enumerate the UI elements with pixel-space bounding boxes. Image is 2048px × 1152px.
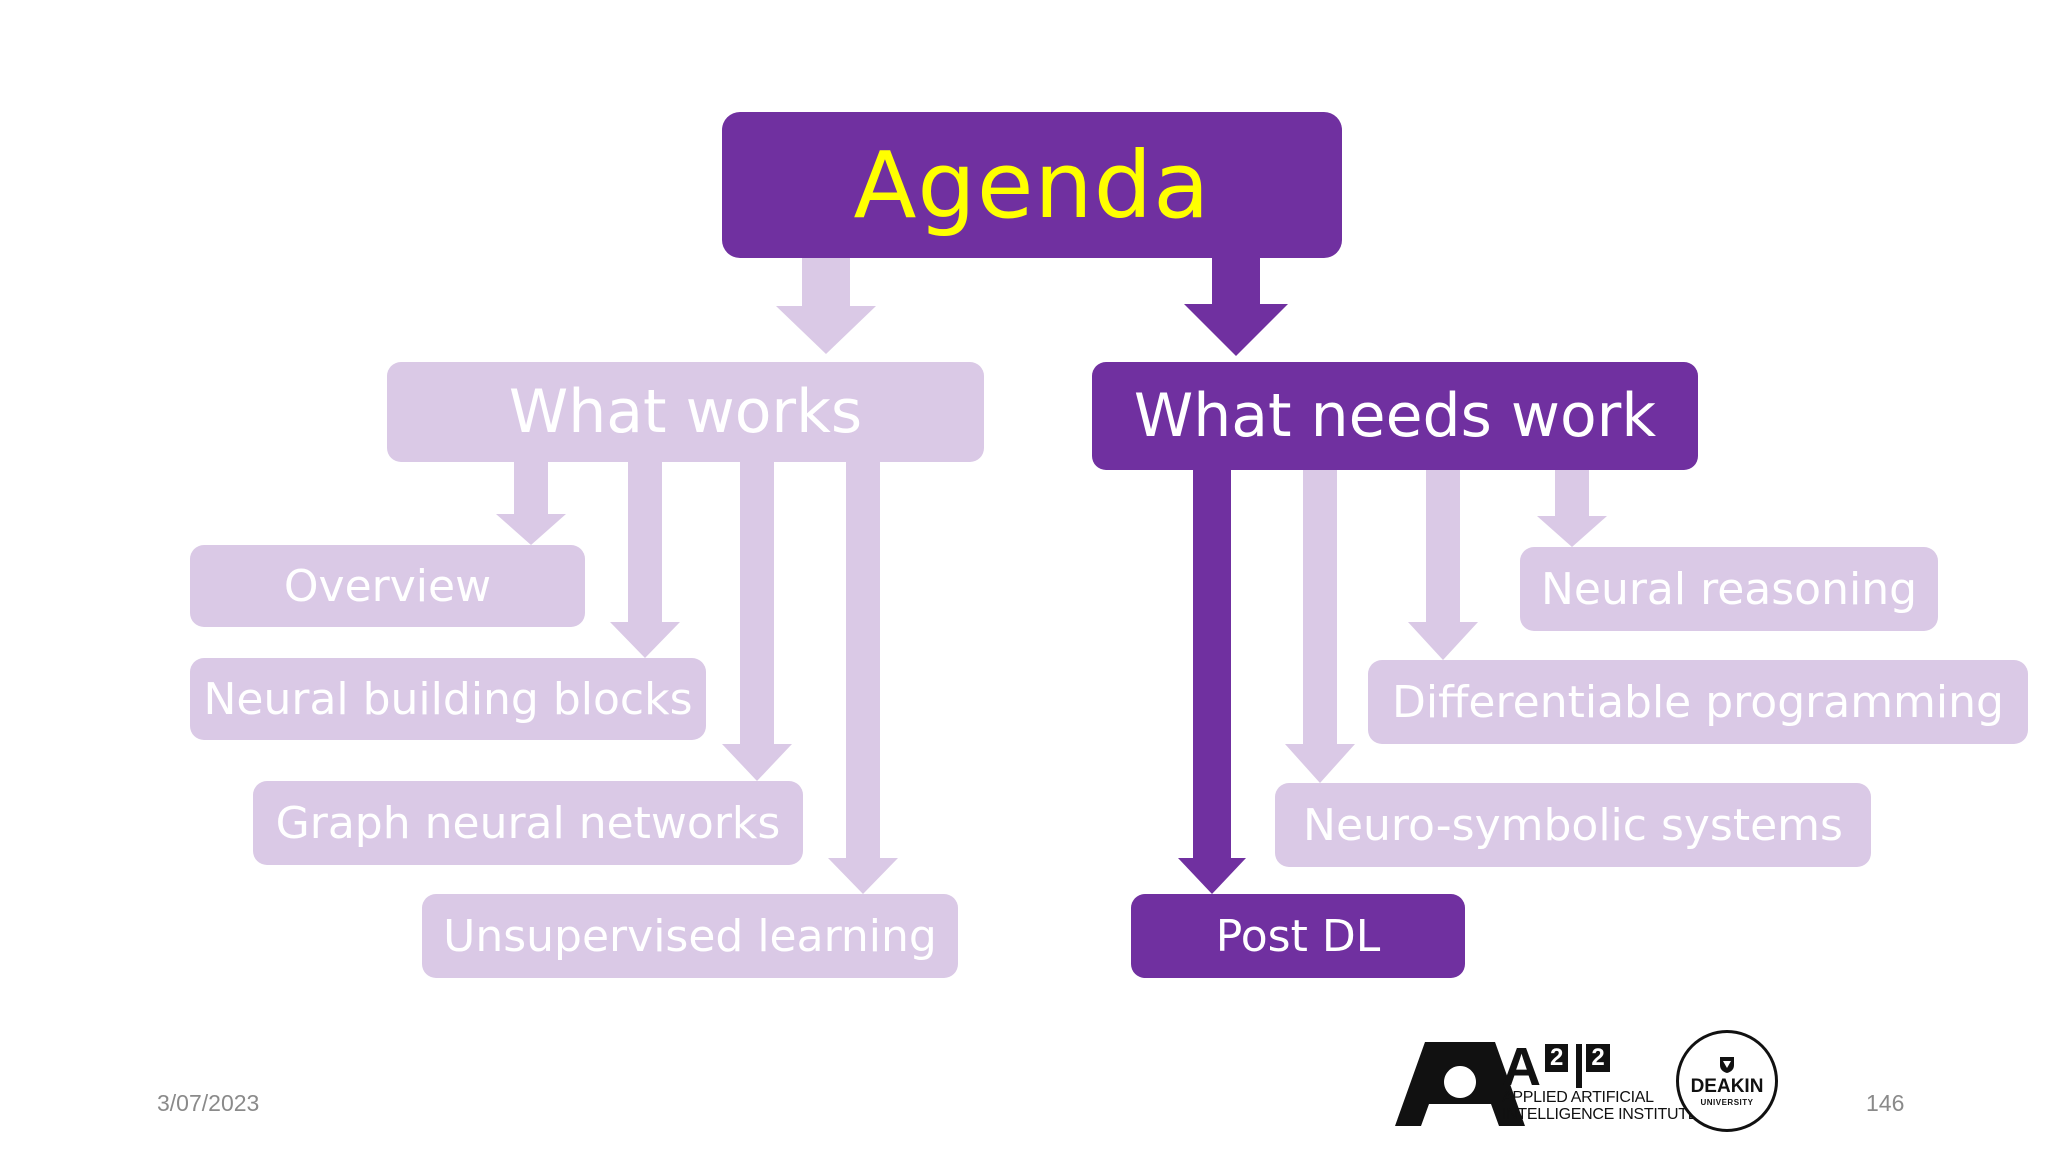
what-works-box: What works — [387, 362, 984, 462]
differentiable-programming-label: Differentiable programming — [1392, 676, 2004, 728]
overview-box: Overview — [190, 545, 585, 627]
deakin-shield-icon — [1720, 1056, 1734, 1073]
neural-building-blocks-box: Neural building blocks — [190, 658, 706, 740]
post-dl-box: Post DL — [1131, 894, 1465, 978]
a2i2-wordmark-bar — [1576, 1044, 1583, 1088]
deakin-name: DEAKIN — [1690, 1075, 1764, 1097]
arrow-to-post-dl — [1178, 470, 1246, 894]
graph-neural-networks-box: Graph neural networks — [253, 781, 803, 865]
deakin-subtitle: UNIVERSITY — [1700, 1097, 1754, 1107]
slide-number: 146 — [1866, 1090, 1905, 1116]
a2i2-institute-line-2: INTELLIGENCE INSTITUTE — [1502, 1106, 1699, 1123]
neural-building-blocks-label: Neural building blocks — [203, 673, 693, 725]
a2i2-wordmark-sup-2: 2 — [1586, 1044, 1610, 1072]
overview-label: Overview — [283, 560, 492, 612]
arrow-to-neural-building-blocks — [610, 462, 680, 658]
arrow-to-neuro-symbolic-systems — [1285, 470, 1355, 783]
neuro-symbolic-systems-label: Neuro-symbolic systems — [1303, 799, 1843, 851]
neuro-symbolic-systems-box: Neuro-symbolic systems — [1275, 783, 1871, 867]
unsupervised-learning-label: Unsupervised learning — [443, 910, 937, 962]
arrow-agenda-to-what-works — [776, 258, 876, 354]
what-needs-work-box: What needs work — [1092, 362, 1698, 470]
a2i2-wordmark-letter: A — [1502, 1037, 1541, 1097]
arrow-to-differentiable-programming — [1408, 470, 1478, 660]
arrow-to-unsupervised-learning — [828, 462, 898, 894]
arrow-agenda-to-what-needs-work — [1184, 258, 1288, 356]
a2i2-logo-icon — [1395, 1042, 1525, 1126]
arrow-to-neural-reasoning — [1537, 470, 1607, 547]
graph-neural-networks-label: Graph neural networks — [275, 797, 781, 849]
unsupervised-learning-box: Unsupervised learning — [422, 894, 958, 978]
agenda-title-box: Agenda — [722, 112, 1342, 258]
agenda-title: Agenda — [853, 131, 1211, 239]
neural-reasoning-box: Neural reasoning — [1520, 547, 1938, 631]
arrow-to-overview — [496, 462, 566, 545]
a2i2-wordmark: A 2 2 — [1502, 1040, 1610, 1094]
what-works-label: What works — [508, 377, 863, 447]
differentiable-programming-box: Differentiable programming — [1368, 660, 2028, 744]
slide-date: 3/07/2023 — [157, 1090, 260, 1116]
deakin-university-logo: DEAKIN UNIVERSITY — [1676, 1030, 1778, 1132]
neural-reasoning-label: Neural reasoning — [1540, 563, 1918, 615]
a2i2-wordmark-sup-1: 2 — [1545, 1044, 1569, 1072]
arrow-to-graph-neural-networks — [722, 462, 792, 781]
post-dl-label: Post DL — [1215, 910, 1381, 962]
a2i2-institute-line-1: APPLIED ARTIFICIAL — [1502, 1089, 1654, 1106]
what-needs-work-label: What needs work — [1133, 381, 1657, 451]
